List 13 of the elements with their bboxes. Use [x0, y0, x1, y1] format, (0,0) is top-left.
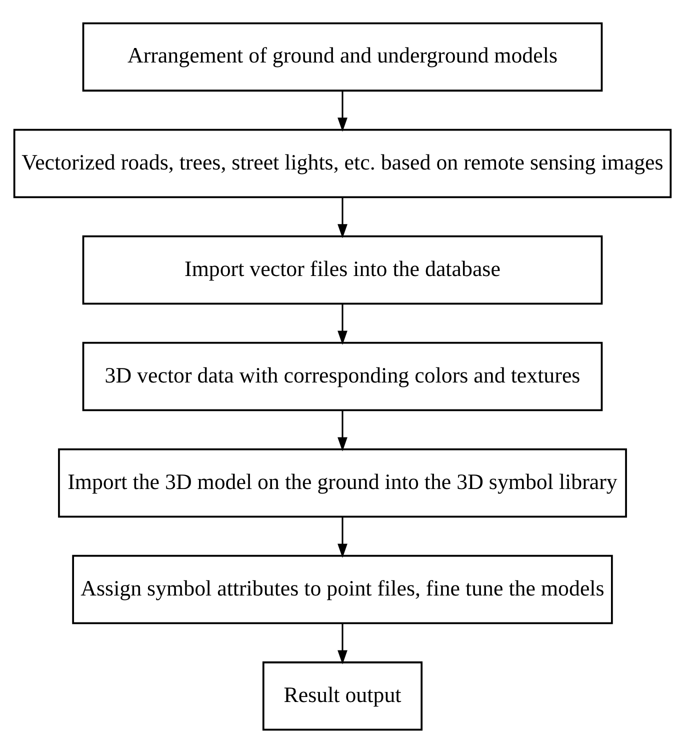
arrow	[338, 516, 348, 558]
arrow	[338, 304, 348, 345]
node-box: Assign symbol attributes to point files, fine tune the models	[72, 554, 613, 624]
node-box: 3D vector data with corresponding colors and textures	[82, 342, 603, 412]
node-box: Import the 3D model on the ground into the 3D symbol library	[58, 448, 627, 518]
node-box: Result output	[262, 661, 423, 731]
node-box: Vectorized roads, trees, street lights, etc. based on remote sensing images	[13, 128, 672, 198]
arrow	[338, 90, 348, 132]
arrow	[338, 623, 348, 664]
arrow	[338, 410, 348, 452]
arrow	[338, 197, 348, 238]
node-box: Arrangement of ground and underground models	[82, 22, 603, 92]
node-box: Import vector files into the database	[82, 235, 603, 305]
